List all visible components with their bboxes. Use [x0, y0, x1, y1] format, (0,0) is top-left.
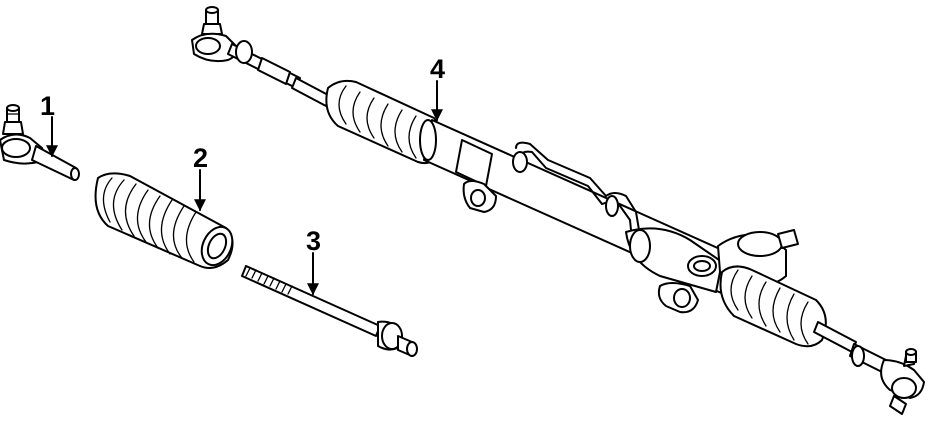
callout-label: 3	[306, 226, 321, 256]
outer-tie-rod-end-icon	[0, 104, 80, 181]
inner-tie-rod-icon	[241, 265, 418, 357]
rack-boot-icon	[94, 172, 234, 269]
callout-2: 2	[193, 143, 208, 212]
callout-4: 4	[430, 54, 445, 122]
callout-1: 1	[40, 91, 58, 158]
steering-rack-assembly-icon	[191, 6, 925, 415]
callout-label: 1	[40, 91, 55, 121]
callout-3: 3	[306, 226, 321, 296]
callout-label: 4	[430, 54, 445, 84]
callout-label: 2	[193, 143, 208, 173]
